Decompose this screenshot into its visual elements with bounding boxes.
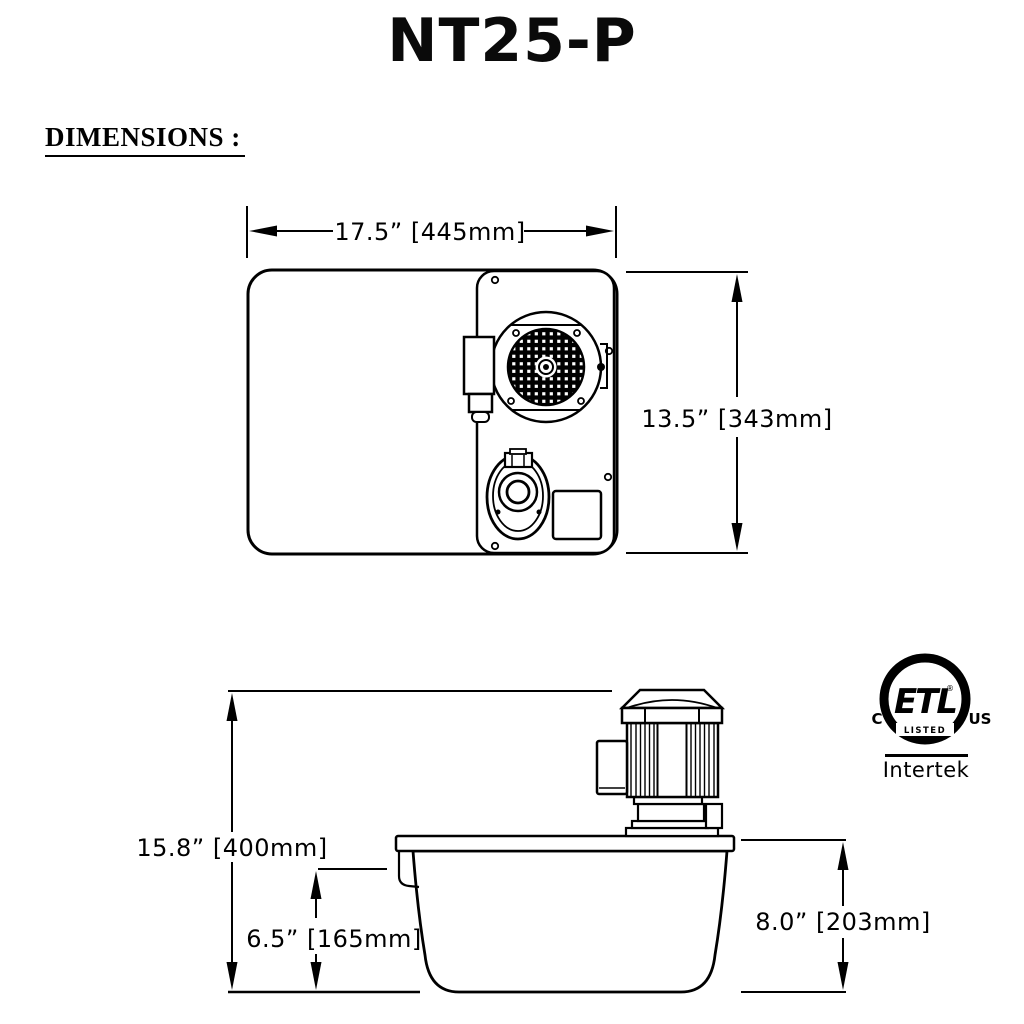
motor-flange-lower	[624, 826, 720, 838]
tank-lid-side	[394, 834, 736, 853]
volute-clamp	[503, 451, 534, 469]
top-view-height-dimension: 13.5” [343mm]	[626, 271, 832, 554]
tank-side	[394, 834, 736, 994]
etl-certification-mark: ETL C US LISTED ® Intertek	[871, 653, 992, 782]
arrowhead-up	[837, 842, 849, 870]
grille-hub-dot	[543, 364, 549, 370]
section-heading: DIMENSIONS :	[45, 122, 245, 157]
arrowhead-down	[731, 523, 743, 551]
tank-height-label: 8.0” [203mm]	[755, 908, 931, 936]
arrowhead-up	[310, 871, 322, 899]
fitting-neck	[467, 392, 494, 414]
fitting-body	[462, 335, 496, 396]
arrowhead-up	[226, 693, 238, 721]
etl-us-label: US	[969, 710, 992, 728]
side-view-overall-height-dimension: 15.8” [400mm]	[136, 690, 612, 994]
tank-inlet-fitting	[397, 851, 420, 889]
screw-hole	[603, 472, 613, 482]
flange-screw	[573, 329, 581, 337]
volute-screw	[536, 509, 542, 515]
intertek-label: Intertek	[883, 758, 970, 782]
top-view-width-dimension: 17.5” [445mm]	[246, 206, 617, 258]
etl-ring	[879, 653, 971, 745]
volute-screw	[495, 509, 501, 515]
arrowhead-down	[837, 962, 849, 990]
motor-fan-cover-band	[620, 706, 724, 725]
arrowhead-up	[731, 274, 743, 302]
flange-screw	[507, 397, 515, 405]
volute-side-block	[704, 802, 724, 830]
mount-bracket	[600, 343, 608, 389]
listed-banner	[896, 723, 954, 736]
registered-symbol: ®	[946, 684, 954, 693]
etl-c-label: C	[871, 710, 882, 728]
listed-label: LISTED	[904, 726, 946, 736]
side-view-tank-height-dimension: 8.0” [203mm]	[741, 839, 931, 993]
flange-screw	[577, 397, 585, 405]
arrowhead-right	[586, 225, 614, 237]
motor-junction-box	[595, 739, 629, 796]
junction-box-top	[551, 489, 603, 541]
motor-top	[487, 310, 608, 424]
volute-port-inner	[505, 479, 531, 505]
top-view-width-label: 17.5” [445mm]	[334, 218, 525, 246]
overall-height-label: 15.8” [400mm]	[136, 834, 327, 862]
inlet-fitting-top	[462, 335, 496, 423]
mount-notch-right	[597, 363, 605, 371]
top-view-height-label: 13.5” [343mm]	[641, 405, 832, 433]
fitting-cap	[471, 411, 490, 423]
plate-screws	[490, 275, 614, 551]
arrowhead-left	[249, 225, 277, 237]
volute-clamp-tab	[509, 448, 527, 455]
motor-body	[625, 721, 720, 799]
top-view: 17.5” [445mm]	[246, 206, 832, 556]
side-view: 15.8” [400mm] 6.5” [165mm] 8.0” [203mm]	[136, 688, 931, 994]
inlet-height-label: 6.5” [165mm]	[246, 925, 422, 953]
screw-hole	[490, 275, 500, 285]
screw-hole	[490, 541, 500, 551]
pump-volute-top	[485, 448, 551, 541]
pump-volute-side	[636, 802, 706, 823]
motor-side	[595, 688, 726, 838]
arrowhead-down	[226, 962, 238, 990]
arrowhead-down	[310, 962, 322, 990]
flange-screw	[512, 329, 520, 337]
intertek-divider	[885, 754, 968, 757]
side-view-inlet-height-dimension: 6.5” [165mm]	[246, 868, 422, 990]
page-title: NT25-P	[387, 6, 637, 76]
motor-fins	[630, 723, 715, 797]
etl-letters: ETL	[894, 682, 956, 722]
fan-cover-arch-seam	[626, 699, 718, 709]
tank-body-outline	[411, 849, 729, 994]
